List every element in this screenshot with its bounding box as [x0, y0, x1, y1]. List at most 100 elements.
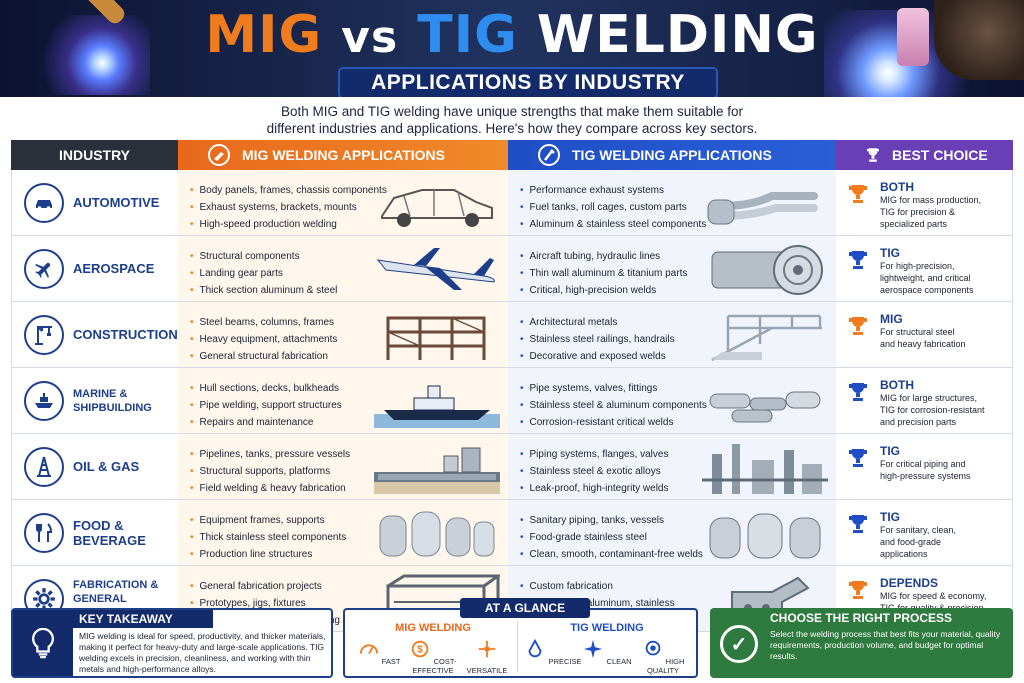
at-a-glance-panel: AT A GLANCE MIG WELDING TIG WELDING FAST…	[343, 598, 698, 678]
choose-process-panel: ✓ CHOOSE THE RIGHT PROCESS Select the we…	[710, 608, 1013, 678]
list-item: Structural components	[190, 248, 508, 265]
trophy-icon	[849, 251, 867, 269]
list-item: Pipelines, tanks, pressure vessels	[190, 446, 508, 463]
droplet-icon	[529, 638, 542, 658]
best-choice-title: DEPENDS	[880, 576, 939, 590]
industry-cell: AUTOMOTIVE	[11, 170, 178, 235]
tig-torch-image	[897, 8, 929, 66]
list-item: Decorative and exposed welds	[520, 348, 836, 365]
tig-applications-list: Architectural metalsStainless steel rail…	[520, 314, 836, 365]
title-vs: vs	[341, 12, 399, 63]
column-header-tig: TIG WELDING APPLICATIONS	[508, 140, 836, 170]
glance-mig-fast: FAST	[349, 638, 409, 666]
badge-icon	[645, 640, 660, 656]
table-header: INDUSTRY MIG WELDING APPLICATIONS TIG WE…	[11, 140, 1013, 170]
table-row: AUTOMOTIVE Body panels, frames, chassis c…	[11, 170, 1013, 236]
glance-mig-fast-label: FAST	[381, 657, 401, 666]
best-choice-description: For structural steel and heavy fabricati…	[880, 327, 966, 349]
oil-rig-icon	[24, 446, 64, 487]
best-choice-title: TIG	[880, 246, 900, 260]
industry-cell: FOOD & BEVERAGE	[11, 500, 178, 565]
mig-applications-cell: Pipelines, tanks, pressure vesselsStruct…	[178, 434, 508, 499]
key-takeaway-text: MIG welding is ideal for speed, producti…	[79, 631, 326, 674]
page-subtitle: APPLICATIONS BY INDUSTRY	[338, 67, 718, 97]
mig-torch-icon	[208, 144, 230, 166]
car-icon	[24, 182, 64, 223]
coins-icon: $	[412, 640, 429, 658]
page-title: MIG vs TIG WELDING	[0, 4, 1024, 69]
table-body: AUTOMOTIVE Body panels, frames, chassis c…	[11, 170, 1013, 632]
trophy-icon	[849, 449, 867, 467]
network-icon	[478, 640, 496, 658]
intro-line-1: Both MIG and TIG welding have unique str…	[280, 104, 743, 119]
title-tig: TIG	[417, 5, 518, 65]
list-item: Aircraft tubing, hydraulic lines	[520, 248, 836, 265]
list-item: Leak-proof, high-integrity welds	[520, 480, 836, 497]
list-item: Clean, smooth, contaminant-free welds	[520, 546, 836, 563]
list-item: Corrosion-resistant critical welds	[520, 414, 836, 431]
glance-tig-clean-label: CLEAN	[606, 657, 632, 666]
list-item: Stainless steel & exotic alloys	[520, 463, 836, 480]
mig-applications-list: Pipelines, tanks, pressure vesselsStruct…	[190, 446, 508, 497]
list-item: Fuel tanks, roll cages, custom parts	[520, 199, 836, 216]
welding-spark-left	[30, 15, 150, 95]
list-item: Body panels, frames, chassis components	[190, 182, 508, 199]
industry-name: CONSTRUCTION	[73, 327, 178, 342]
glance-tig-clean: CLEAN	[577, 638, 637, 666]
table-row: FOOD & BEVERAGEEquipment frames, support…	[11, 500, 1013, 566]
list-item: Heavy equipment, attachments	[190, 331, 508, 348]
at-a-glance-mig-label: MIG WELDING	[395, 622, 471, 634]
best-choice-description: For sanitary, clean, and food-grade appl…	[880, 525, 956, 559]
column-header-industry: INDUSTRY	[11, 140, 178, 170]
column-header-best-label: BEST CHOICE	[892, 147, 988, 163]
mig-applications-list: Structural componentsLanding gear partsT…	[190, 248, 508, 299]
trophy-icon	[849, 515, 867, 533]
checkmark-icon: ✓	[720, 625, 758, 663]
mig-applications-list: Hull sections, decks, bulkheadsPipe weld…	[190, 380, 508, 431]
trophy-icon	[849, 581, 867, 599]
best-choice-title: BOTH	[880, 180, 914, 194]
industry-cell: AEROSPACE	[11, 236, 178, 301]
column-header-mig-label: MIG WELDING APPLICATIONS	[242, 147, 445, 163]
list-item: Repairs and maintenance	[190, 414, 508, 431]
industry-name: MARINE & SHIPBUILDING	[73, 387, 152, 414]
mig-applications-list: Steel beams, columns, framesHeavy equipm…	[190, 314, 508, 365]
best-choice-description: MIG for large structures, TIG for corros…	[880, 393, 985, 427]
list-item: Field welding & heavy fabrication	[190, 480, 508, 497]
list-item: Custom fabrication	[520, 578, 836, 595]
tig-torch-icon	[538, 144, 560, 166]
title-mig: MIG	[205, 5, 323, 65]
table-row: AEROSPACE Structural componentsLanding ge…	[11, 236, 1013, 302]
glance-mig-cost-label: COST-EFFECTIVE	[412, 657, 457, 675]
list-item: Stainless steel railings, handrails	[520, 331, 836, 348]
mig-applications-cell: Steel beams, columns, framesHeavy equipm…	[178, 302, 508, 367]
glance-mig-versatile: VERSATILE	[457, 638, 517, 675]
best-choice-title: TIG	[880, 510, 900, 524]
industry-name: AUTOMOTIVE	[73, 195, 160, 210]
tig-applications-cell: Pipe systems, valves, fittingsStainless …	[508, 368, 836, 433]
tig-applications-cell: Architectural metalsStainless steel rail…	[508, 302, 836, 367]
best-choice-title: BOTH	[880, 378, 914, 392]
list-item: General structural fabrication	[190, 348, 508, 365]
mig-applications-cell: Body panels, frames, chassis componentsE…	[178, 170, 508, 235]
industry-name: AEROSPACE	[73, 261, 155, 276]
list-item: Prototypes, jigs, fixtures	[190, 595, 508, 612]
table-row: OIL & GASPipelines, tanks, pressure vess…	[11, 434, 1013, 500]
list-item: Performance exhaust systems	[520, 182, 836, 199]
intro-line-2: different industries and applications. H…	[266, 121, 758, 136]
list-item: Pipe welding, support structures	[190, 397, 508, 414]
mig-applications-cell: Structural componentsLanding gear partsT…	[178, 236, 508, 301]
best-choice-description: For critical piping and high-pressure sy…	[880, 459, 971, 481]
list-item: Food-grade stainless steel	[520, 529, 836, 546]
sparkle-icon	[584, 639, 603, 659]
mig-applications-cell: Equipment frames, supportsThick stainles…	[178, 500, 508, 565]
crane-icon	[24, 314, 64, 355]
